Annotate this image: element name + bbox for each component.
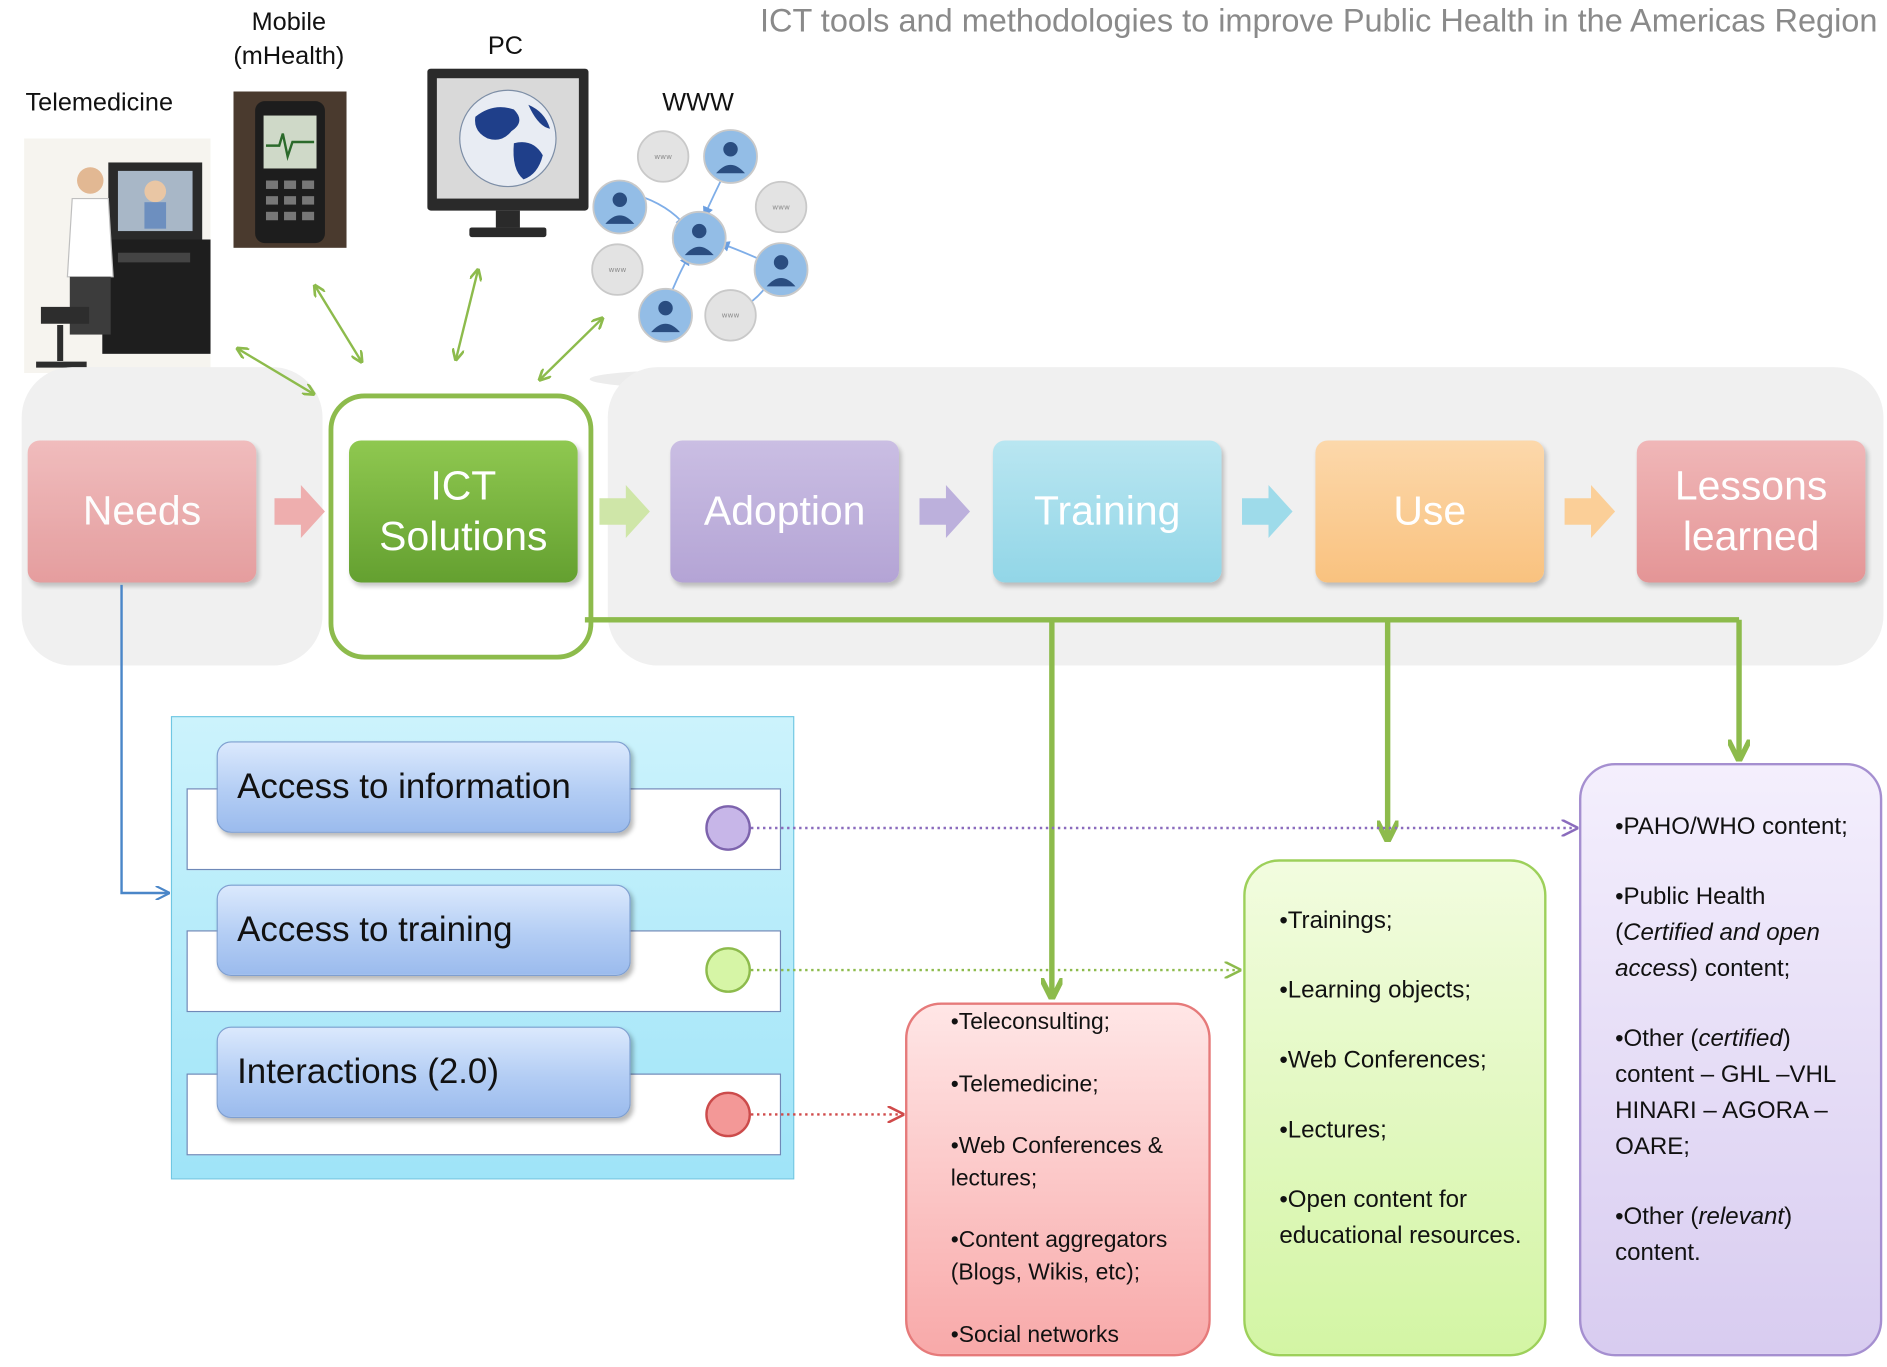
panel-information-item: •Public Health (Certified and open acces… <box>1615 883 1820 983</box>
arrow-right-icon <box>274 485 325 538</box>
svg-text:www: www <box>609 265 627 274</box>
interactions-tab: Interactions (2.0) <box>216 1026 631 1119</box>
interactions-circle <box>705 1091 751 1138</box>
panel-interactions-item: •Content aggregators (Blogs, Wikis, etc)… <box>950 1228 1168 1286</box>
access-training-circle <box>705 947 751 993</box>
panel-training: •Trainings; •Learning objects; •Web Conf… <box>1243 859 1547 1357</box>
panel-training-item: •Web Conferences; <box>1279 1047 1487 1074</box>
panel-training-item: •Learning objects; <box>1279 977 1472 1004</box>
stage-lessons-learned-label: Lessons learned <box>1674 462 1828 560</box>
stage-training-label: Training <box>1034 488 1181 535</box>
www-label: WWW <box>662 89 734 117</box>
panel-interactions-item: •Social networks <box>950 1322 1119 1348</box>
stage-use: Use <box>1315 440 1545 583</box>
svg-text:www: www <box>722 311 740 320</box>
telemedicine-label: Telemedicine <box>25 89 174 117</box>
panel-information-item: •PAHO/WHO content; <box>1615 813 1848 841</box>
telemedicine-icon <box>24 138 211 374</box>
stage-needs-label: Needs <box>82 488 202 535</box>
pc-label: PC <box>487 32 524 61</box>
panel-training-item: •Lectures; <box>1279 1116 1387 1144</box>
panel-interactions: •Teleconsulting; •Telemedicine; •Web Con… <box>905 1002 1211 1357</box>
panel-interactions-item: •Web Conferences & lectures; <box>950 1133 1163 1192</box>
access-training-label: Access to training <box>237 910 513 949</box>
interactions-label: Interactions (2.0) <box>237 1052 499 1091</box>
panel-information-item: •Other (certified) content – GHL –VHL HI… <box>1615 1025 1836 1161</box>
panel-interactions-item: •Telemedicine; <box>950 1071 1099 1098</box>
panel-training-item: •Trainings; <box>1279 907 1393 934</box>
svg-text:www: www <box>654 152 672 161</box>
arrow-right-icon <box>1564 485 1616 538</box>
panel-training-item: •Open content for educational resources. <box>1279 1186 1522 1250</box>
stage-ict-solutions: ICT Solutions <box>349 440 578 583</box>
stage-use-label: Use <box>1393 488 1467 535</box>
panel-information-item: •Other (relevant) content. <box>1615 1203 1793 1267</box>
stage-adoption: Adoption <box>670 440 900 583</box>
access-information-tab: Access to information <box>216 741 631 833</box>
access-information-circle <box>705 805 751 851</box>
mobile-label: Mobile (mHealth) <box>233 8 345 71</box>
stage-lessons-learned: Lessons learned <box>1636 440 1866 583</box>
access-training-tab: Access to training <box>216 884 631 977</box>
panel-information: •PAHO/WHO content; •Public Health (Certi… <box>1578 763 1883 1357</box>
arrow-right-icon <box>1242 485 1293 538</box>
stage-ict-solutions-label: ICT Solutions <box>379 462 548 560</box>
access-information-label: Access to information <box>237 767 571 806</box>
diagram-title: ICT tools and methodologies to improve P… <box>760 2 1878 39</box>
arrow-right-icon <box>919 485 971 538</box>
stage-needs: Needs <box>27 440 257 583</box>
svg-text:www: www <box>772 202 790 211</box>
stage-training: Training <box>992 440 1222 583</box>
mobile-phone-icon <box>233 91 347 248</box>
computer-monitor-icon <box>427 68 589 238</box>
arrow-right-icon <box>599 485 650 538</box>
panel-interactions-item: •Teleconsulting; <box>950 1009 1111 1036</box>
stage-adoption-label: Adoption <box>703 488 866 535</box>
